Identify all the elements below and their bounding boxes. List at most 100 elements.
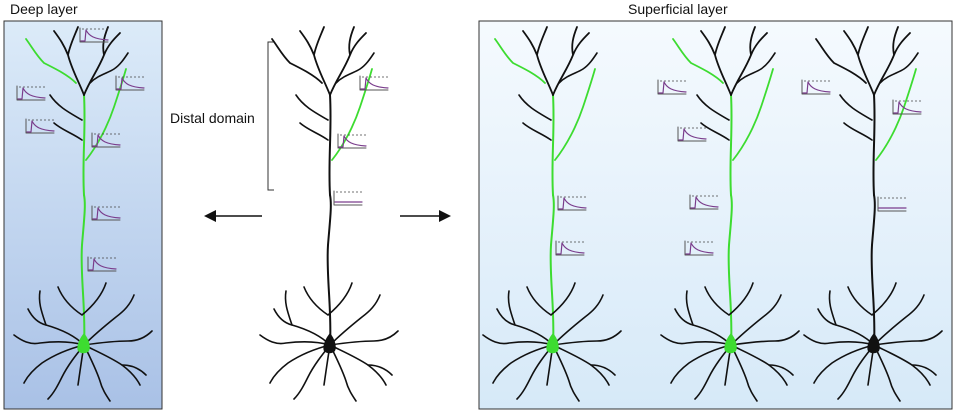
left-arrow (204, 210, 262, 222)
dendrite-trunk-upper (551, 94, 555, 196)
basal-dendrite (590, 364, 616, 376)
basal-dendrite (873, 330, 943, 346)
trace-axis (91, 205, 121, 221)
epsp-trace-4 (91, 132, 121, 148)
dendrite-trunk (870, 194, 876, 346)
neuron-deep (13, 26, 153, 402)
distal-domain-bracket (267, 41, 274, 191)
basal-dendrite (83, 330, 153, 346)
neuron-superficial-1 (482, 26, 622, 402)
epsp-trace-17 (892, 99, 922, 115)
epsp-trace-16 (801, 79, 831, 95)
dendrite-branch (700, 26, 732, 96)
basal-dendrite (704, 282, 754, 316)
basal-dendrite (259, 334, 331, 346)
trace-epsp (802, 81, 831, 94)
basal-dendrite (685, 290, 694, 326)
trace-epsp (80, 29, 109, 42)
dendrite-branch (839, 94, 873, 141)
dendrite-branch (299, 26, 331, 96)
trace-axis (555, 240, 585, 256)
soma (867, 333, 880, 354)
epsp-trace-14 (557, 195, 587, 211)
right-arrow (400, 210, 451, 222)
trace-epsp (556, 242, 585, 255)
basal-dendrite (552, 330, 622, 346)
dendrite-branch (271, 38, 323, 84)
epsp-trace-13 (684, 240, 714, 256)
trace-axis (677, 126, 707, 142)
soma (77, 333, 90, 354)
dendrite-trunk-upper (872, 94, 876, 196)
trace-epsp (558, 197, 587, 210)
trace-axis (337, 133, 367, 149)
trace-axis (91, 132, 121, 148)
dendrite-branch (25, 38, 77, 84)
basal-dendrite (329, 330, 399, 346)
dendrite-branch (879, 52, 919, 84)
neuron-superficial-3 (803, 26, 943, 402)
basal-dendrite (768, 364, 794, 376)
dendrite-branch (736, 52, 776, 84)
trace-epsp (92, 134, 121, 147)
basal-dendrite (813, 344, 875, 384)
trace-epsp (116, 77, 145, 90)
epsp-trace-11 (677, 126, 707, 142)
dendrite-branch (558, 52, 598, 84)
basal-dendrite (828, 290, 837, 326)
basal-dendrite (847, 282, 897, 316)
basal-dendrite (329, 344, 357, 402)
basal-dendrite (83, 344, 111, 402)
trace-axis (79, 27, 109, 43)
basal-dendrite (38, 290, 47, 326)
trace-axis (87, 256, 117, 272)
basal-dendrite (13, 334, 85, 346)
trace-epsp (893, 101, 922, 114)
dendrite-branch (815, 38, 867, 84)
dendrite-branch (696, 94, 730, 141)
trace-epsp (690, 196, 719, 209)
basal-dendrite (367, 364, 393, 376)
dendrite-branch (554, 68, 596, 161)
basal-dendrite (670, 344, 732, 384)
trace-axis (557, 195, 587, 211)
epsp-trace-7 (359, 75, 389, 91)
trace-axis (115, 75, 145, 91)
trace-axis (333, 190, 363, 206)
dendrite-branch (335, 52, 375, 84)
trace-epsp (92, 207, 121, 220)
dendrite-branch (518, 94, 552, 141)
dendrite-trunk-upper (328, 94, 332, 196)
trace-axis (801, 79, 831, 95)
trace-epsp (338, 135, 367, 148)
trace-epsp (17, 87, 46, 100)
dendrite-branch (522, 26, 554, 96)
basal-dendrite (329, 344, 387, 386)
dendrite-trunk (549, 194, 555, 346)
trace-axis (684, 240, 714, 256)
dendrite-branch (49, 94, 83, 141)
basal-dendrite (482, 334, 554, 346)
neuron-superficial-2 (660, 26, 800, 402)
soma (546, 333, 559, 354)
basal-dendrite (303, 282, 353, 316)
soma (323, 333, 336, 354)
epsp-trace-12 (689, 194, 719, 210)
trace-epsp (658, 81, 687, 94)
basal-dendrite (23, 344, 85, 384)
basal-dendrite (293, 344, 331, 400)
basal-dendrite (730, 294, 782, 346)
basal-dendrite (803, 334, 875, 346)
dendrite-branch (295, 94, 329, 141)
basal-dendrite (730, 344, 758, 402)
trace-axis (359, 75, 389, 91)
basal-dendrite (837, 344, 875, 400)
trace-axis (877, 196, 907, 212)
basal-dendrite (329, 294, 381, 346)
dendrite-branch (732, 68, 774, 161)
basal-dendrite (57, 282, 107, 316)
basal-dendrite (269, 344, 331, 384)
basal-dendrite (552, 344, 580, 402)
dendrite-branch (329, 26, 367, 96)
